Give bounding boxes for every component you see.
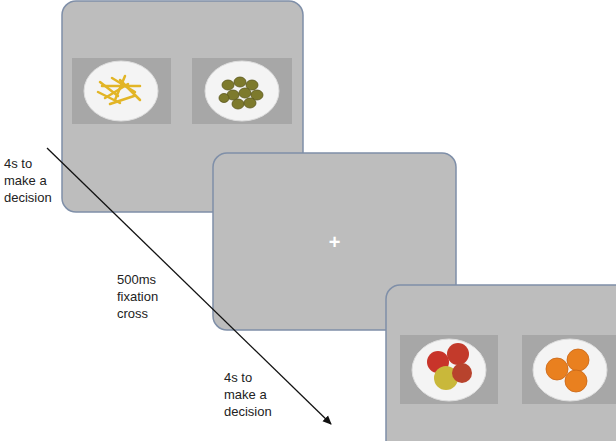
timing-label: 4s to make a decision (4, 155, 62, 206)
fixation-screen: + (213, 153, 456, 330)
oranges-image (546, 349, 589, 392)
fries-image (98, 76, 140, 104)
timing-label: 500ms fixation cross (117, 271, 175, 322)
apples-image (427, 343, 472, 390)
timing-label: 4s to make a decision (224, 369, 282, 420)
fixation-cross: + (329, 232, 341, 252)
olives-image (219, 77, 263, 109)
timeline-arrow (47, 148, 331, 424)
screen-panel (386, 285, 616, 441)
